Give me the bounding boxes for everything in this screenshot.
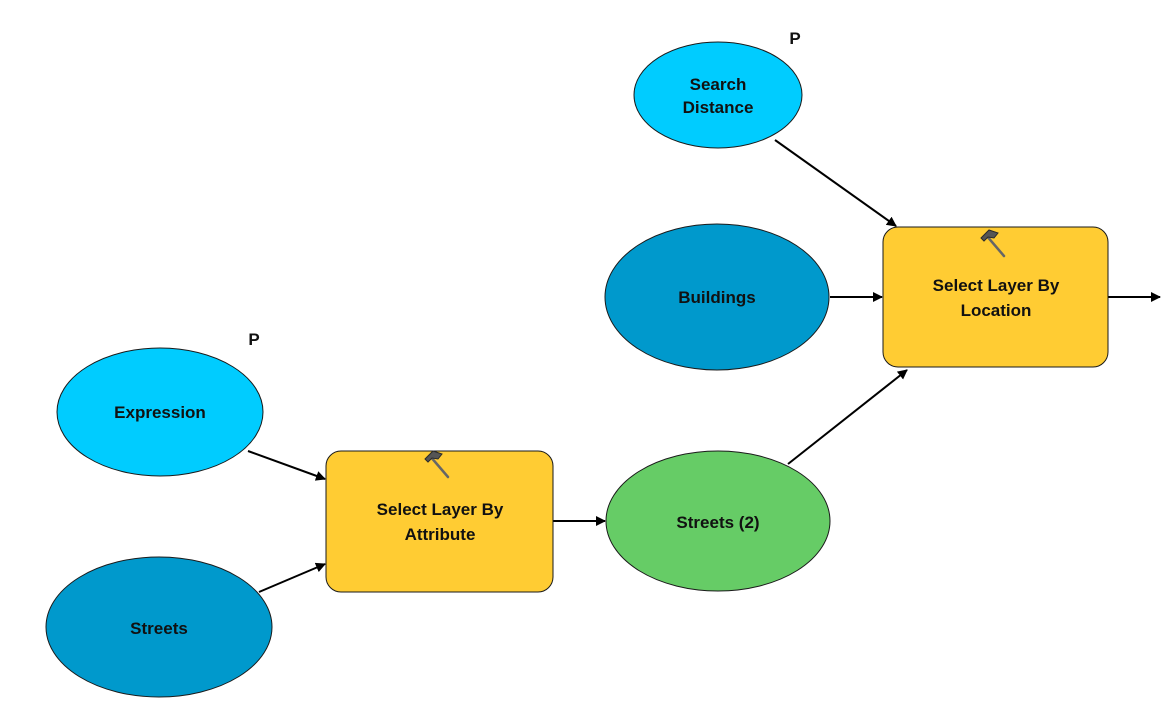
connectors [247,139,1161,593]
search-distance-parameter-flag: P [789,29,800,48]
search-distance-label-line-1: Search [690,75,747,94]
hammer-icon [424,450,450,479]
select-by-location-label-line-1: Select Layer By [933,276,1060,295]
select-by-location-label-line-2: Location [961,301,1032,320]
streets-ellipse [45,556,273,698]
search-distance-label-line-2: Distance [683,98,754,117]
select-by-attribute-label-line-1: Select Layer By [377,500,504,519]
connector-streets-to-select-by-attribute [258,562,326,593]
select-by-attribute-label-line-2: Attribute [405,525,476,544]
node-streets[interactable]: Streets [45,556,273,698]
expression-ellipse [56,347,264,477]
node-streets-2[interactable]: Streets (2) [605,450,831,592]
connector-streets-2-to-select-by-location [787,369,908,465]
node-expression[interactable]: Expression P [56,330,264,477]
node-buildings[interactable]: Buildings [604,223,830,371]
streets-label: Streets [130,619,188,638]
select-by-location-box [882,226,1109,368]
node-select-layer-by-attribute[interactable]: Select Layer By Attribute [325,450,554,593]
buildings-ellipse [604,223,830,371]
select-by-attribute-box [325,450,554,593]
connector-search-distance-to-select-by-location [774,139,897,227]
streets-2-ellipse [605,450,831,592]
node-search-distance[interactable]: Search Distance P [633,29,803,149]
expression-label: Expression [114,403,206,422]
streets-2-label: Streets (2) [676,513,759,532]
connector-expression-to-select-by-attribute [247,450,326,481]
search-distance-ellipse [633,41,803,149]
expression-parameter-flag: P [248,330,259,349]
buildings-label: Buildings [678,288,755,307]
hammer-icon [980,229,1006,258]
node-select-layer-by-location[interactable]: Select Layer By Location [882,226,1109,368]
